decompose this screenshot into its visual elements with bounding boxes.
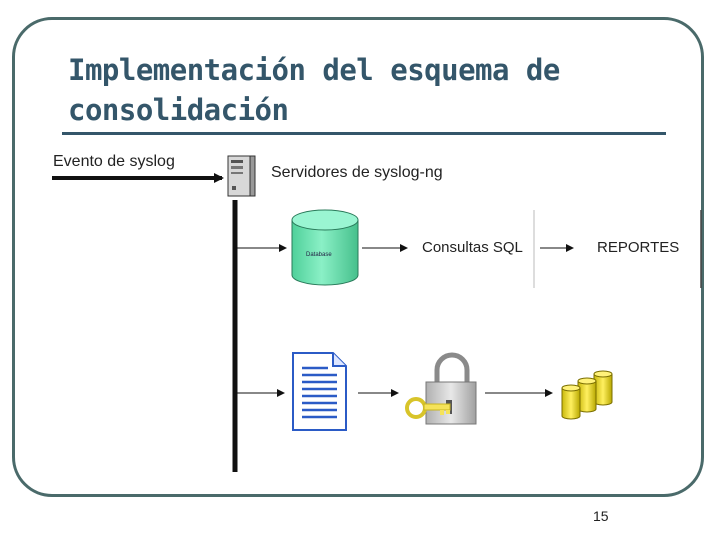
event-label: Evento de syslog [53,153,175,170]
servers-label: Servidores de syslog-ng [271,164,443,181]
storage-icon [561,370,613,420]
database-icon [291,209,359,286]
document-icon [292,352,347,431]
database-label: Database [306,252,332,258]
key-icon [405,397,451,419]
reports-label: REPORTES [597,239,680,256]
server-icon [227,155,256,197]
title-line-2: consolidación [68,93,289,127]
lock-icon [425,352,477,425]
slide-frame [12,17,704,497]
slide-title: Implementación del esquema de consolidac… [68,50,688,130]
title-underline [62,132,666,135]
title-line-1: Implementación del esquema de [68,53,560,87]
page-number: 15 [593,508,609,524]
queries-label: Consultas SQL [422,239,523,256]
